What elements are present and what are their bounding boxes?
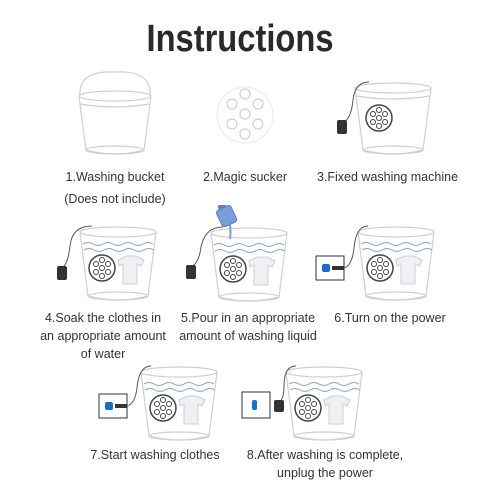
step-8-line1: 8.After washing is complete, xyxy=(246,448,404,462)
step-4-illustration xyxy=(50,218,170,308)
step-3-illustration xyxy=(325,70,445,165)
step-8-illustration xyxy=(240,360,380,450)
step-3-line1: 3.Fixed washing machine xyxy=(316,170,459,184)
step-4-line2: an appropriate amount xyxy=(40,329,166,343)
step-1-illustration xyxy=(70,70,160,160)
step-2-illustration xyxy=(210,80,280,150)
step-2-caption: 2.Magic sucker xyxy=(175,168,315,186)
step-4-caption: 4.Soak the clothes in an appropriate amo… xyxy=(28,309,178,363)
step-7-line1: 7.Start washing clothes xyxy=(90,448,220,462)
step-6-line1: 6.Turn on the power xyxy=(334,311,446,325)
step-6-caption: 6.Turn on the power xyxy=(325,309,455,327)
step-7-illustration xyxy=(95,360,235,450)
step-5-illustration xyxy=(175,205,305,310)
step-4-line3: of water xyxy=(80,347,126,361)
step-1-line2: (Does not include) xyxy=(64,192,166,206)
step-4-line1: 4.Soak the clothes in xyxy=(44,311,162,325)
step-5-line1: 5.Pour in an appropriate xyxy=(180,311,316,325)
step-1-caption: 1.Washing bucket (Does not include) xyxy=(40,168,190,208)
step-2-line1: 2.Magic sucker xyxy=(202,170,288,184)
step-5-line2: amount of washing liquid xyxy=(179,329,317,343)
step-8-caption: 8.After washing is complete, unplug the … xyxy=(235,446,415,482)
step-1-line1: 1.Washing bucket xyxy=(65,170,165,184)
step-3-caption: 3.Fixed washing machine xyxy=(305,168,470,186)
step-8-line2: unplug the power xyxy=(277,466,373,480)
step-6-illustration xyxy=(312,218,452,308)
page-title: Instructions xyxy=(146,18,334,60)
step-5-caption: 5.Pour in an appropriate amount of washi… xyxy=(168,309,328,345)
step-7-caption: 7.Start washing clothes xyxy=(85,446,225,464)
